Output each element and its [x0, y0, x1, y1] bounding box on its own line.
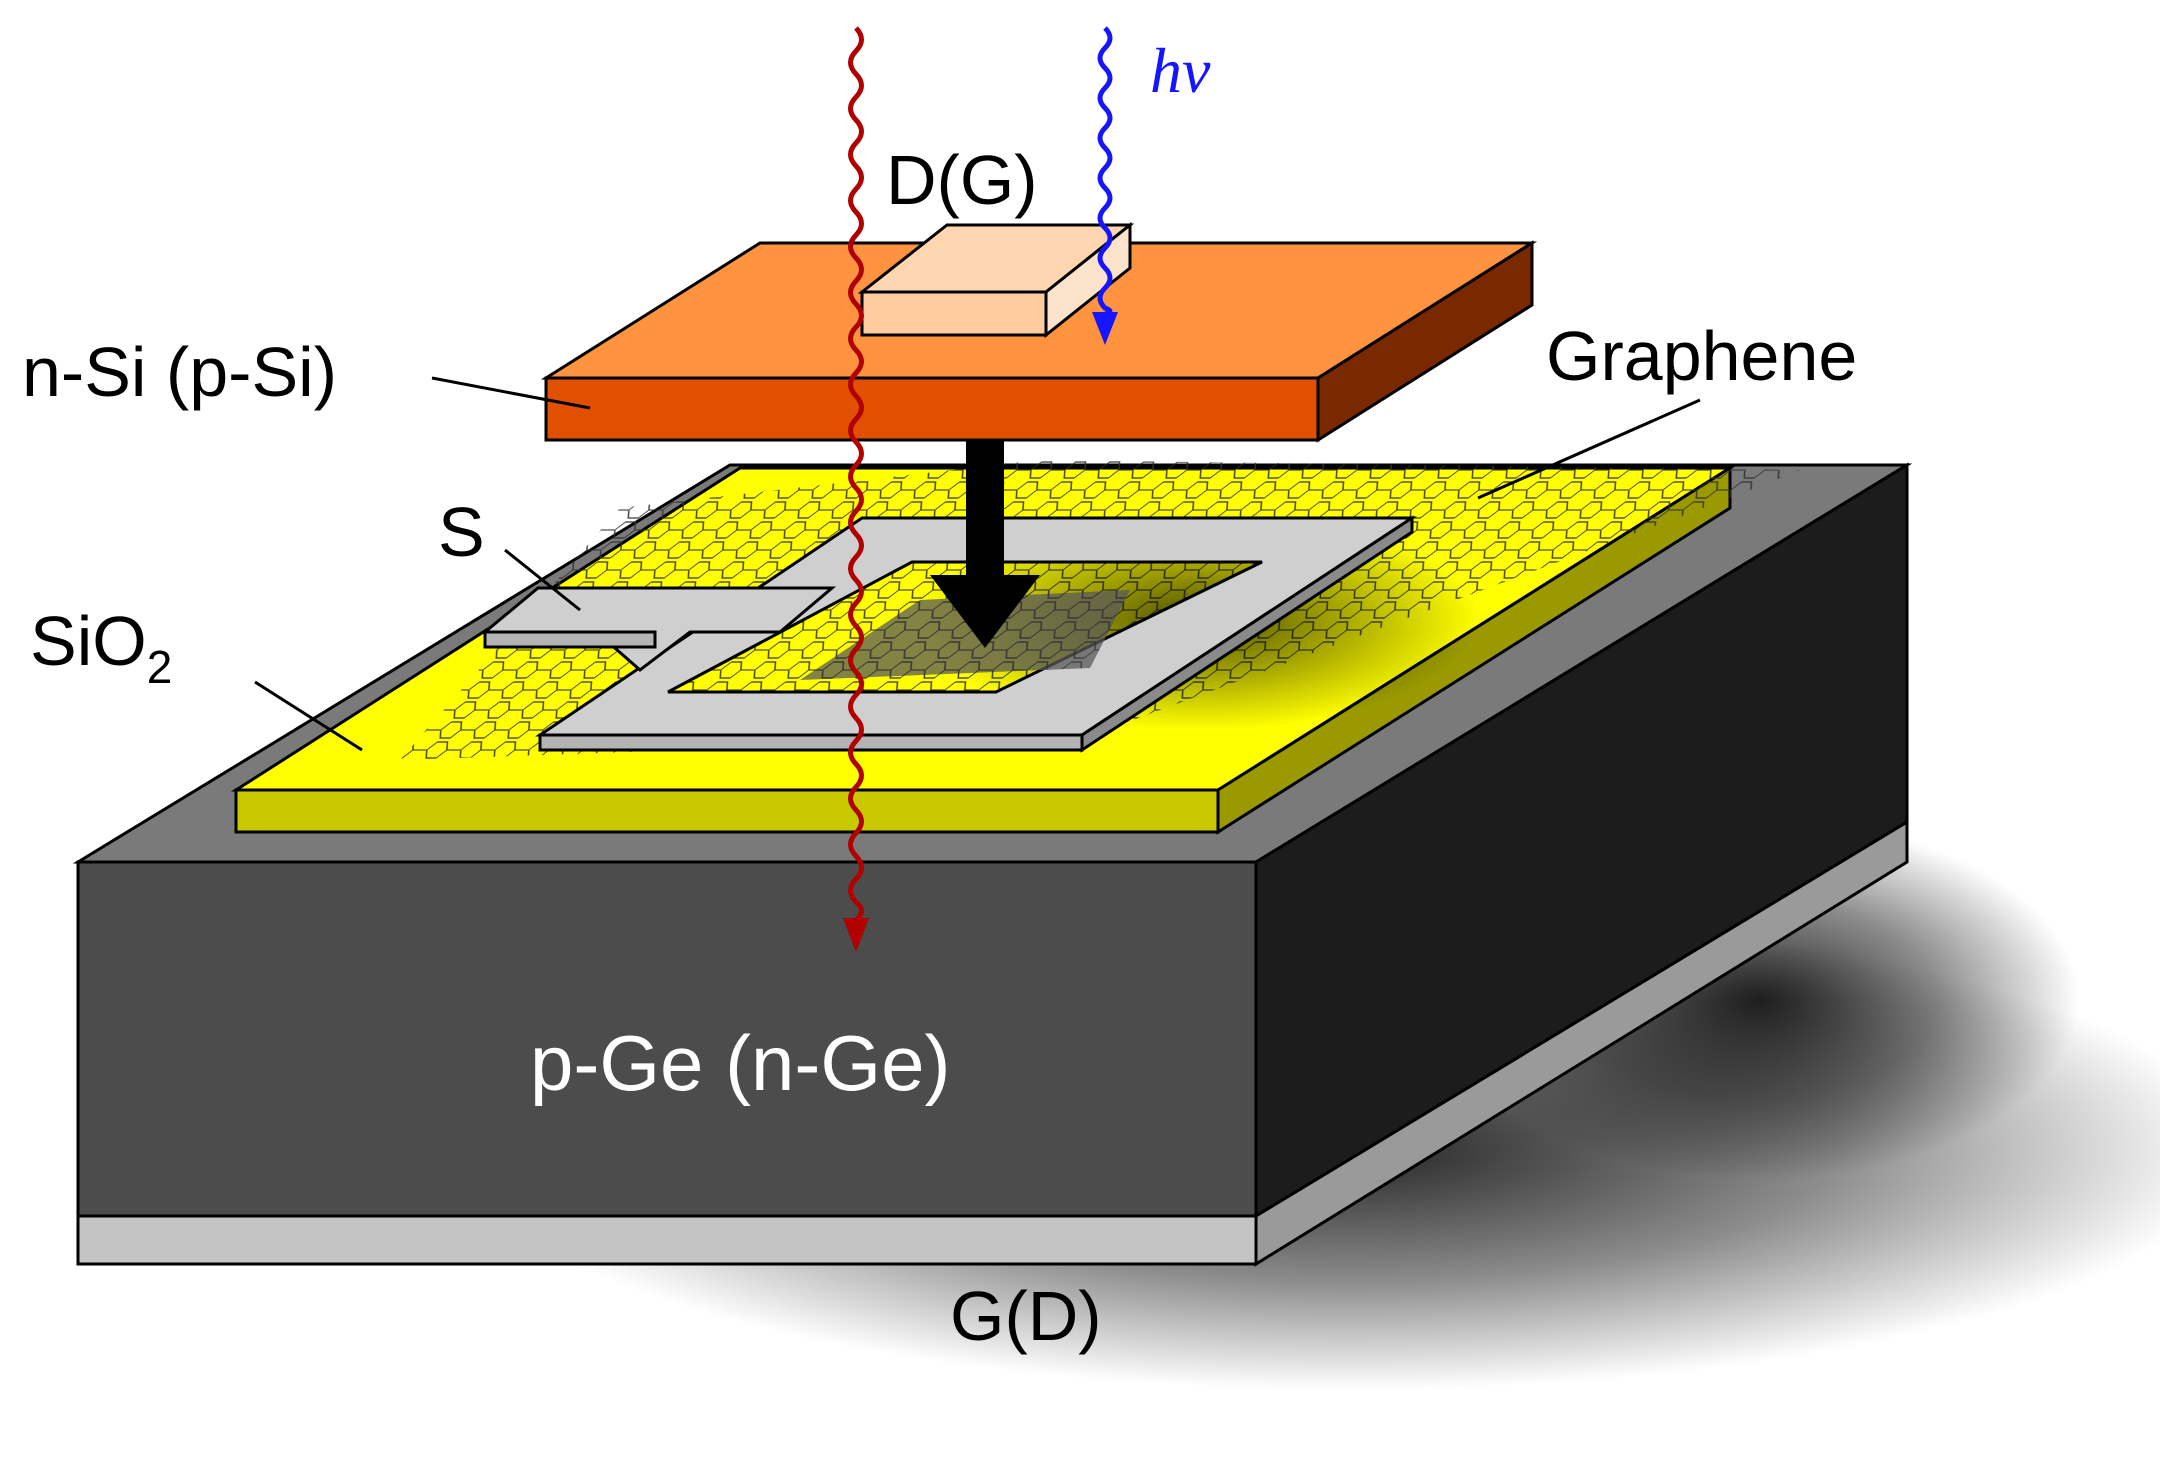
photon-label: hν — [1150, 35, 1211, 106]
nsi-slab — [540, 240, 1538, 443]
electrode-frame-front — [538, 733, 1084, 752]
down-arrow-icon — [930, 440, 1040, 648]
source-label: S — [438, 493, 485, 571]
sio2-label: SiO2 — [30, 602, 172, 693]
wavy-arrow-icon — [843, 26, 869, 952]
nsi-front-face — [544, 376, 1320, 442]
top-contact — [857, 221, 1135, 339]
electrode-tab-front — [483, 630, 657, 649]
ge-front-face — [76, 860, 1258, 1218]
bottom-contact-label: G(D) — [950, 1277, 1102, 1355]
wavy-arrow-icon — [1092, 26, 1118, 345]
sio2-front-face — [234, 788, 1220, 834]
bottom-contact-front — [76, 1214, 1258, 1266]
top-contact-label: D(G) — [886, 141, 1038, 219]
nsi-label: n-Si (p-Si) — [22, 333, 337, 411]
ge-label: p-Ge (n-Ge) — [530, 1019, 950, 1107]
contact-front-face — [860, 290, 1048, 337]
graphene-label: Graphene — [1546, 317, 1857, 395]
leader-lines — [254, 376, 1701, 752]
